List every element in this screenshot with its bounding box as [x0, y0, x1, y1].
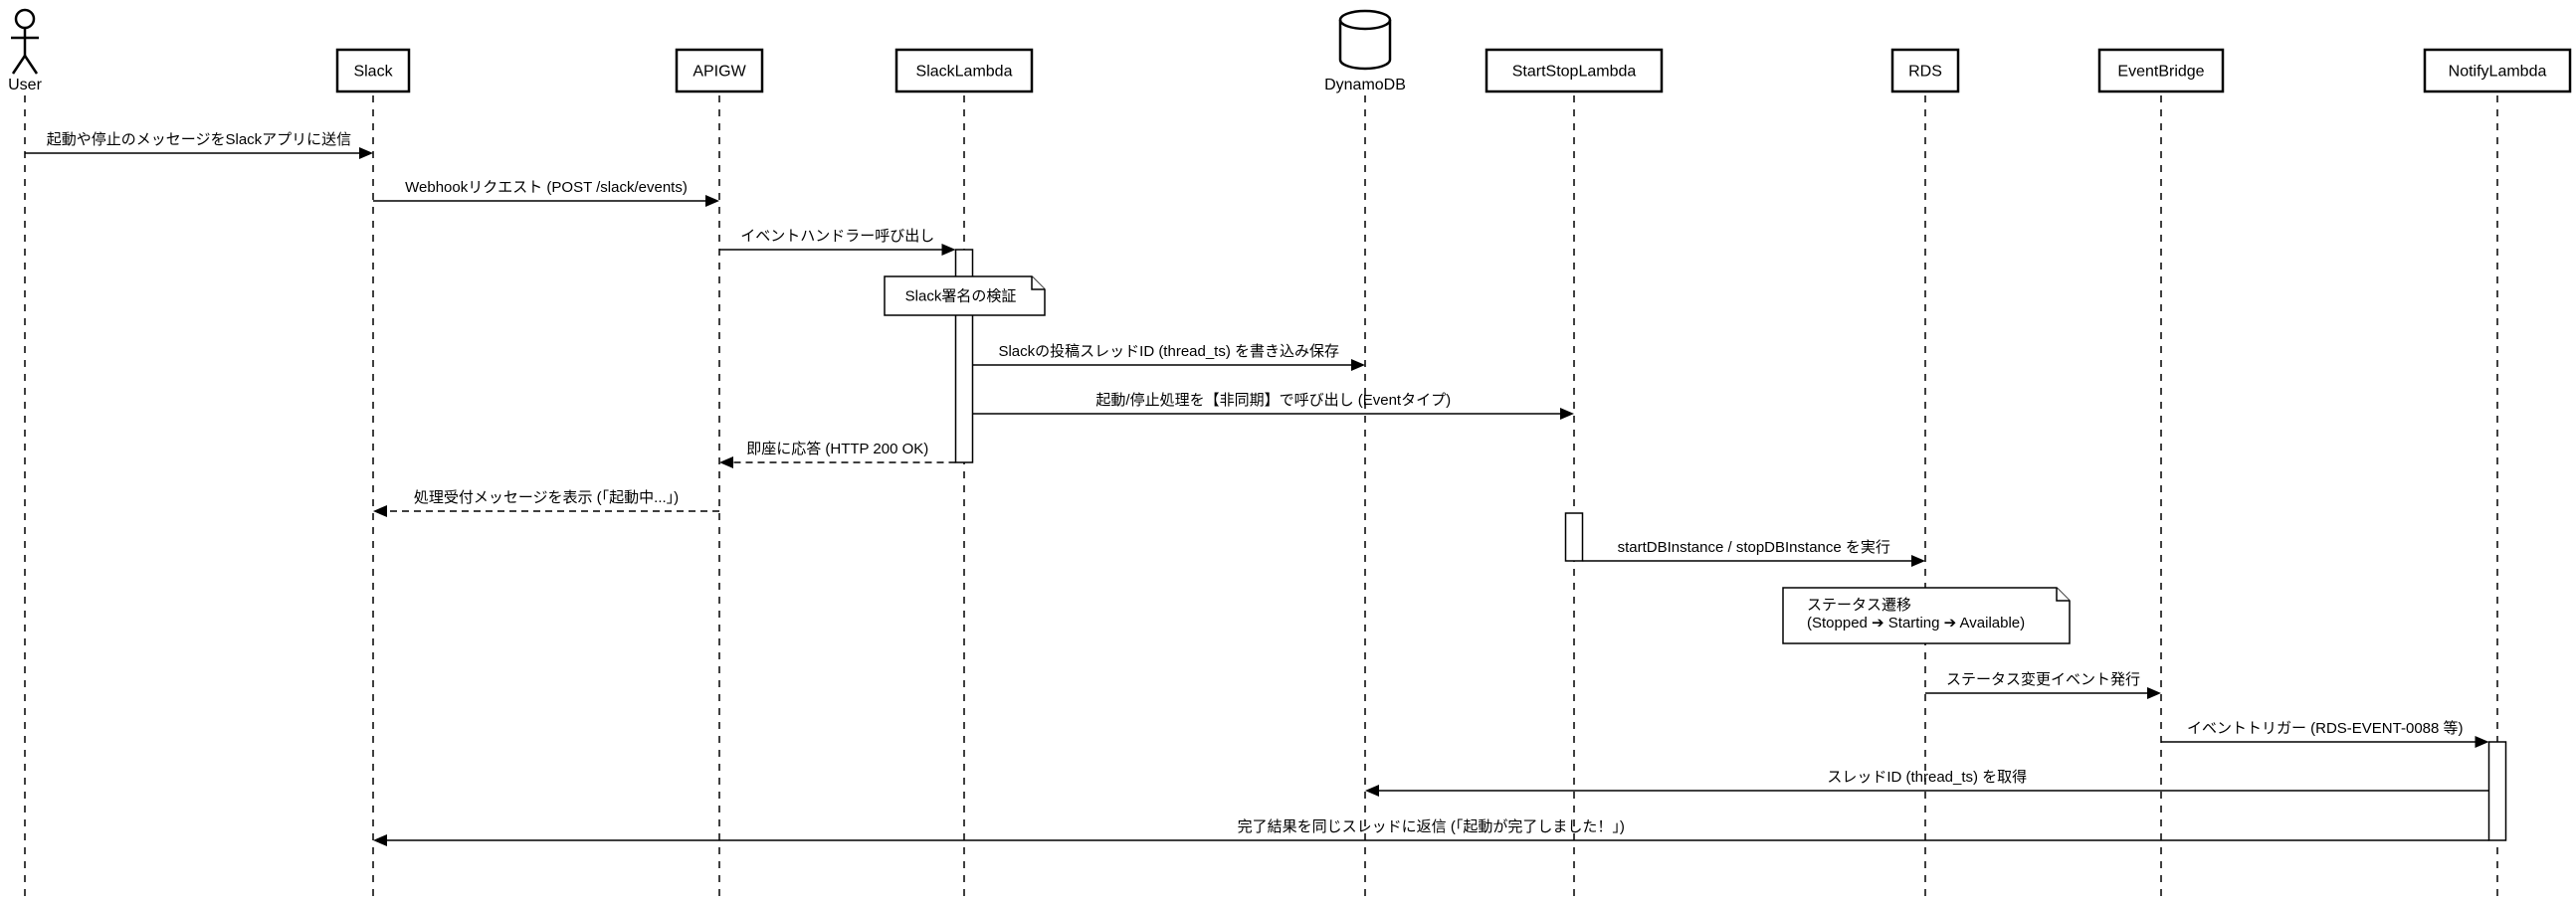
message-label: 起動/停止処理を【非同期】で呼び出し (Eventタイプ)	[1095, 392, 1451, 409]
message-label: 完了結果を同じスレッドに返信 (「起動が完了しました！」)	[1238, 818, 1625, 835]
arrowhead-icon	[941, 244, 956, 256]
lifelines	[24, 95, 2498, 897]
note-box	[884, 275, 1046, 316]
participant-slacklambda: SlackLambda	[894, 48, 1034, 93]
message-label: Webhookリクエスト (POST /slack/events)	[405, 179, 688, 196]
participant-dynamodb: DynamoDB	[1324, 9, 1406, 93]
note-fold-icon	[2056, 588, 2070, 602]
arrowhead-icon	[1911, 555, 1925, 567]
message-label: ステータス変更イベント発行	[1946, 671, 2140, 688]
message-slacklambda-to-dynamodb: Slackの投稿スレッドID (thread_ts) を書き込み保存	[972, 343, 1365, 371]
participant-label: StartStopLambda	[1512, 64, 1637, 81]
participant-box	[1485, 48, 1664, 93]
note-rds: ステータス遷移(Stopped ➔ Starting ➔ Available)	[1782, 587, 2071, 644]
participant-label: Slack	[353, 64, 393, 81]
message-label: 即座に応答 (HTTP 200 OK)	[746, 441, 928, 457]
note-slacklambda: Slack署名の検証	[884, 275, 1046, 316]
activation-notifylambda	[2487, 741, 2507, 841]
participant-eventbridge: EventBridge	[2097, 48, 2225, 93]
arrowhead-icon	[2147, 687, 2161, 699]
message-rds-to-eventbridge: ステータス変更イベント発行	[1925, 671, 2161, 699]
participant-label: User	[8, 77, 42, 93]
message-label: startDBInstance / stopDBInstance を実行	[1618, 539, 1890, 556]
message-notifylambda-to-slack: 完了結果を同じスレッドに返信 (「起動が完了しました！」)	[373, 818, 2489, 846]
message-label: 処理受付メッセージを表示 (「起動中...」)	[414, 489, 679, 506]
participant-box	[1890, 48, 1960, 93]
participant-label: NotifyLambda	[2449, 64, 2547, 81]
actor-icon	[11, 8, 39, 75]
arrowhead-icon	[705, 195, 719, 207]
message-startstoplambda-to-rds: startDBInstance / stopDBInstance を実行	[1582, 539, 1925, 567]
arrowhead-icon	[359, 147, 373, 159]
participant-label: EventBridge	[2117, 64, 2204, 81]
note-fold-icon	[1031, 276, 1045, 290]
arrowhead-icon	[373, 505, 387, 517]
participant-box	[894, 48, 1034, 93]
message-slacklambda-to-startstoplambda: 起動/停止処理を【非同期】で呼び出し (Eventタイプ)	[972, 392, 1574, 420]
participant-notifylambda: NotifyLambda	[2423, 48, 2572, 93]
participant-label: RDS	[1908, 64, 1942, 81]
participant-box	[2097, 48, 2225, 93]
message-apigw-to-slack: 処理受付メッセージを表示 (「起動中...」)	[373, 489, 719, 517]
participant-startstoplambda: StartStopLambda	[1485, 48, 1664, 93]
participant-rds: RDS	[1890, 48, 1960, 93]
message-notifylambda-to-dynamodb: スレッドID (thread_ts) を取得	[1365, 769, 2489, 797]
message-label: スレッドID (thread_ts) を取得	[1827, 769, 2027, 786]
note-box	[1782, 587, 2071, 644]
message-label: イベントトリガー (RDS-EVENT-0088 等)	[2187, 719, 2464, 737]
participant-user: User	[8, 8, 43, 93]
arrowhead-icon	[373, 834, 387, 846]
message-user-to-slack: 起動や停止のメッセージをSlackアプリに送信	[25, 131, 373, 159]
note-text: ステータス遷移	[1807, 597, 1911, 614]
participant-label: APIGW	[693, 64, 746, 81]
participant-box	[2423, 48, 2572, 93]
note-text: (Stopped ➔ Starting ➔ Available)	[1807, 615, 2025, 631]
arrowhead-icon	[1365, 785, 1379, 797]
participant-box	[675, 48, 764, 93]
message-eventbridge-to-notifylambda: イベントトリガー (RDS-EVENT-0088 等)	[2161, 719, 2489, 748]
participant-label: DynamoDB	[1324, 77, 1406, 93]
message-label: 起動や停止のメッセージをSlackアプリに送信	[47, 131, 351, 148]
message-slack-to-apigw: Webhookリクエスト (POST /slack/events)	[373, 179, 719, 207]
message-slacklambda-to-apigw: 即座に応答 (HTTP 200 OK)	[719, 441, 956, 468]
message-apigw-to-slacklambda: イベントハンドラー呼び出し	[719, 228, 956, 256]
arrowhead-icon	[1351, 359, 1365, 371]
note-text: Slack署名の検証	[905, 288, 1017, 305]
activation-startstoplambda	[1564, 512, 1584, 562]
arrowhead-icon	[719, 456, 733, 468]
participant-box	[335, 48, 411, 93]
message-label: Slackの投稿スレッドID (thread_ts) を書き込み保存	[998, 343, 1339, 360]
database-icon	[1338, 9, 1392, 71]
message-label: イベントハンドラー呼び出し	[740, 228, 934, 245]
messages: 起動や停止のメッセージをSlackアプリに送信 Webhookリクエスト (POS…	[25, 131, 2489, 846]
participant-slack: Slack	[335, 48, 411, 93]
participant-label: SlackLambda	[916, 64, 1013, 81]
arrowhead-icon	[1560, 408, 1574, 420]
arrowhead-icon	[2475, 736, 2489, 748]
participant-apigw: APIGW	[675, 48, 764, 93]
